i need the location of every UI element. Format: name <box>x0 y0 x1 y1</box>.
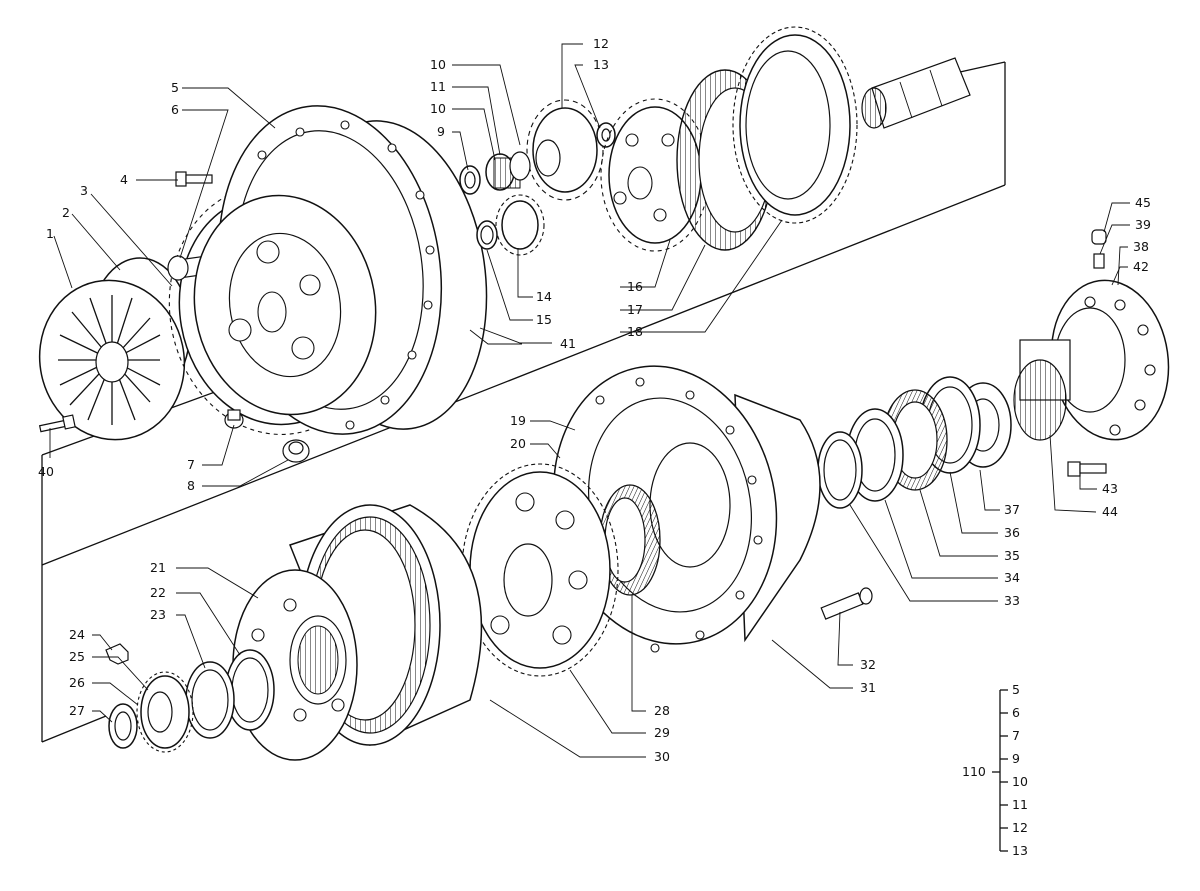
hub-flange-part-44 <box>1013 279 1170 441</box>
planet-gear-part-12 <box>526 99 604 201</box>
label-25: 25 <box>69 649 85 664</box>
washer-part-15 <box>476 220 498 250</box>
label-24: 24 <box>69 627 85 642</box>
label-5: 5 <box>171 80 179 95</box>
label-36: 36 <box>1004 525 1020 540</box>
label-2: 2 <box>62 205 70 220</box>
label-7: 7 <box>187 457 195 472</box>
label-31: 31 <box>860 680 876 695</box>
label-3: 3 <box>80 183 88 198</box>
group-item-7: 7 <box>1012 728 1020 743</box>
label-1: 1 <box>46 226 54 241</box>
label-8: 8 <box>187 478 195 493</box>
group-item-5: 5 <box>1012 682 1020 697</box>
label-14: 14 <box>536 289 552 304</box>
part-labels: 1 2 3 4 5 6 7 8 9 10 10 11 12 13 14 15 1… <box>38 36 1151 764</box>
cover-part <box>38 257 191 441</box>
bolt-part-43 <box>1067 461 1107 477</box>
label-4: 4 <box>120 172 128 187</box>
bolt-part-4 <box>175 171 213 187</box>
screw-part-7 <box>224 409 244 429</box>
label-33: 33 <box>1004 593 1020 608</box>
screw-part-40 <box>38 414 76 433</box>
label-10b: 10 <box>430 101 446 116</box>
ring-part-23 <box>185 661 235 739</box>
group-labels: 110 5 6 7 9 10 11 12 13 <box>962 682 1028 858</box>
label-35: 35 <box>1004 548 1020 563</box>
axle-shaft-part <box>861 57 971 129</box>
bevel-crown-part <box>193 194 377 416</box>
seal-part-45 <box>1091 229 1107 245</box>
label-20: 20 <box>510 436 526 451</box>
group-item-13: 13 <box>1012 843 1028 858</box>
label-9: 9 <box>437 124 445 139</box>
label-11: 11 <box>430 79 446 94</box>
planet-gear-part-14 <box>495 194 545 256</box>
ring-part-33 <box>817 431 863 509</box>
label-38: 38 <box>1133 239 1149 254</box>
label-15: 15 <box>536 312 552 327</box>
group-bracket <box>992 689 1008 852</box>
label-6: 6 <box>171 102 179 117</box>
nut-part-25 <box>136 671 194 753</box>
label-28: 28 <box>654 703 670 718</box>
washer-part-27 <box>108 703 138 749</box>
group-item-12: 12 <box>1012 820 1028 835</box>
label-43: 43 <box>1102 481 1118 496</box>
group-item-9: 9 <box>1012 751 1020 766</box>
label-27: 27 <box>69 703 85 718</box>
leader-lines <box>49 43 1130 758</box>
label-17: 17 <box>627 302 643 317</box>
ring-gear-part-29 <box>461 463 619 677</box>
label-18: 18 <box>627 324 643 339</box>
label-29: 29 <box>654 725 670 740</box>
label-21: 21 <box>150 560 166 575</box>
label-19: 19 <box>510 413 526 428</box>
fitting-part-39 <box>1093 253 1105 269</box>
nut-part-8 <box>282 439 310 463</box>
label-10a: 10 <box>430 57 446 72</box>
group-item-6: 6 <box>1012 705 1020 720</box>
label-37: 37 <box>1004 502 1020 517</box>
ring-gear-part-18 <box>732 26 858 224</box>
label-30: 30 <box>654 749 670 764</box>
label-12: 12 <box>593 36 609 51</box>
label-40: 40 <box>38 464 54 479</box>
stud-part-32 <box>820 587 873 620</box>
bearing-part-28 <box>599 484 661 596</box>
label-26: 26 <box>69 675 85 690</box>
label-23: 23 <box>150 607 166 622</box>
wheel-hub-part-31 <box>552 365 821 653</box>
group-number: 110 <box>962 764 986 779</box>
washer-part-9 <box>459 165 481 195</box>
label-34: 34 <box>1004 570 1020 585</box>
label-45: 45 <box>1135 195 1151 210</box>
label-22: 22 <box>150 585 166 600</box>
label-16: 16 <box>627 279 643 294</box>
group-item-10: 10 <box>1012 774 1028 789</box>
housing-bolt-holes <box>257 120 435 430</box>
group-item-11: 11 <box>1012 797 1028 812</box>
label-42: 42 <box>1133 259 1149 274</box>
label-41: 41 <box>560 336 576 351</box>
label-13: 13 <box>593 57 609 72</box>
label-39: 39 <box>1135 217 1151 232</box>
label-32: 32 <box>860 657 876 672</box>
label-44: 44 <box>1102 504 1118 519</box>
bearing-part <box>485 151 531 191</box>
